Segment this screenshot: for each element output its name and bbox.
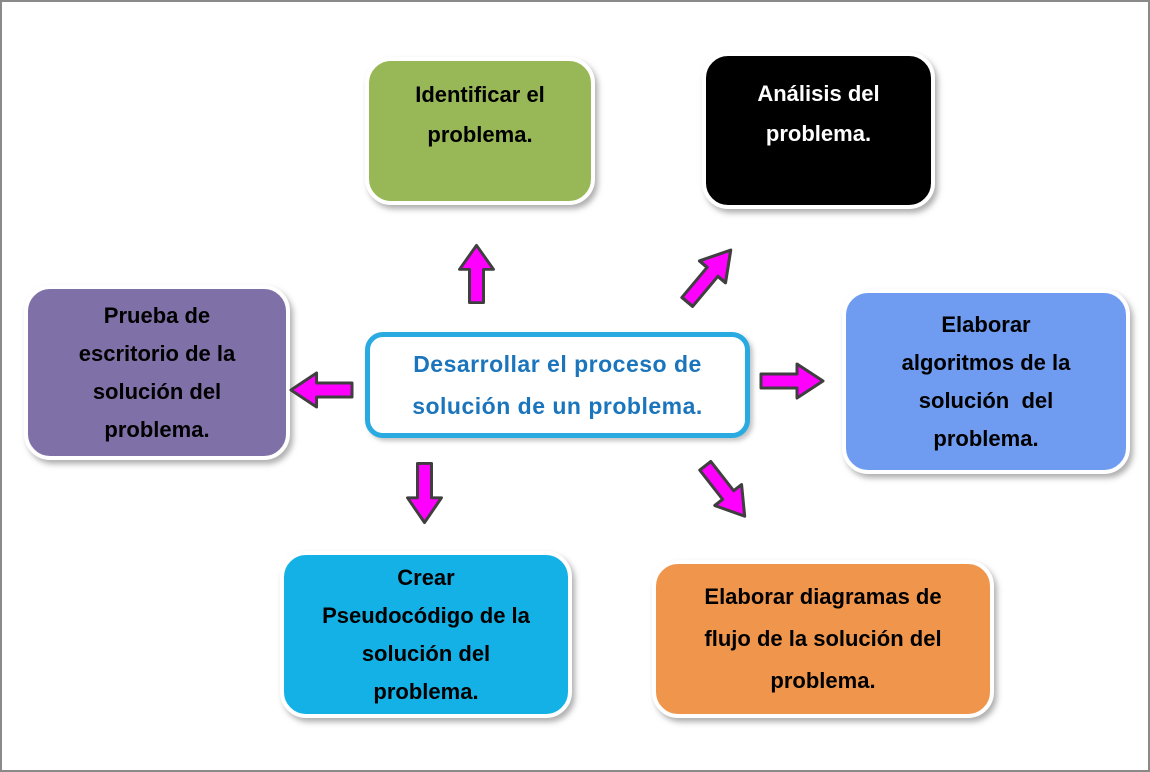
node-algoritmos-label: Elaborar algoritmos de la solución del p… — [901, 311, 1071, 451]
node-prueba-label: Prueba de escritorio de la solución del … — [78, 302, 236, 442]
arrow-left-to-prueba-icon — [289, 369, 354, 411]
node-elaborar-algoritmos: Elaborar algoritmos de la solución del p… — [842, 289, 1130, 474]
node-elaborar-diagramas-flujo: Elaborar diagramas de flujo de la soluci… — [652, 560, 994, 718]
arrow-up-to-identificar-icon — [456, 243, 498, 305]
center-node-label: Desarrollar el proceso de solución de un… — [412, 351, 703, 419]
node-identificar-problema: Identificar el problema. — [365, 57, 595, 205]
node-diagramas-label: Elaborar diagramas de flujo de la soluci… — [704, 584, 942, 693]
arrow-shape — [759, 362, 825, 400]
node-identificar-label: Identificar el problema. — [415, 82, 545, 147]
arrow-shape — [406, 461, 443, 525]
node-pseudocodigo-label: Crear Pseudocódigo de la solución del pr… — [322, 564, 530, 704]
arrow-shape — [680, 248, 733, 308]
node-analisis-label: Análisis del problema. — [757, 81, 880, 146]
center-node-desarrollar-proceso: Desarrollar el proceso de solución de un… — [365, 332, 750, 438]
node-analisis-problema: Análisis del problema. — [702, 52, 935, 209]
arrow-down-to-pseudocodigo-icon — [404, 461, 446, 525]
arrow-downright-to-diagramas-icon — [688, 451, 763, 530]
arrow-shape — [458, 243, 495, 305]
node-crear-pseudocodigo: Crear Pseudocódigo de la solución del pr… — [280, 551, 572, 718]
arrow-shape — [289, 371, 354, 409]
arrow-upright-to-analisis-icon — [670, 235, 748, 317]
arrow-shape — [698, 459, 747, 518]
arrow-right-to-algoritmos-icon — [759, 360, 825, 402]
node-prueba-escritorio: Prueba de escritorio de la solución del … — [24, 285, 290, 460]
